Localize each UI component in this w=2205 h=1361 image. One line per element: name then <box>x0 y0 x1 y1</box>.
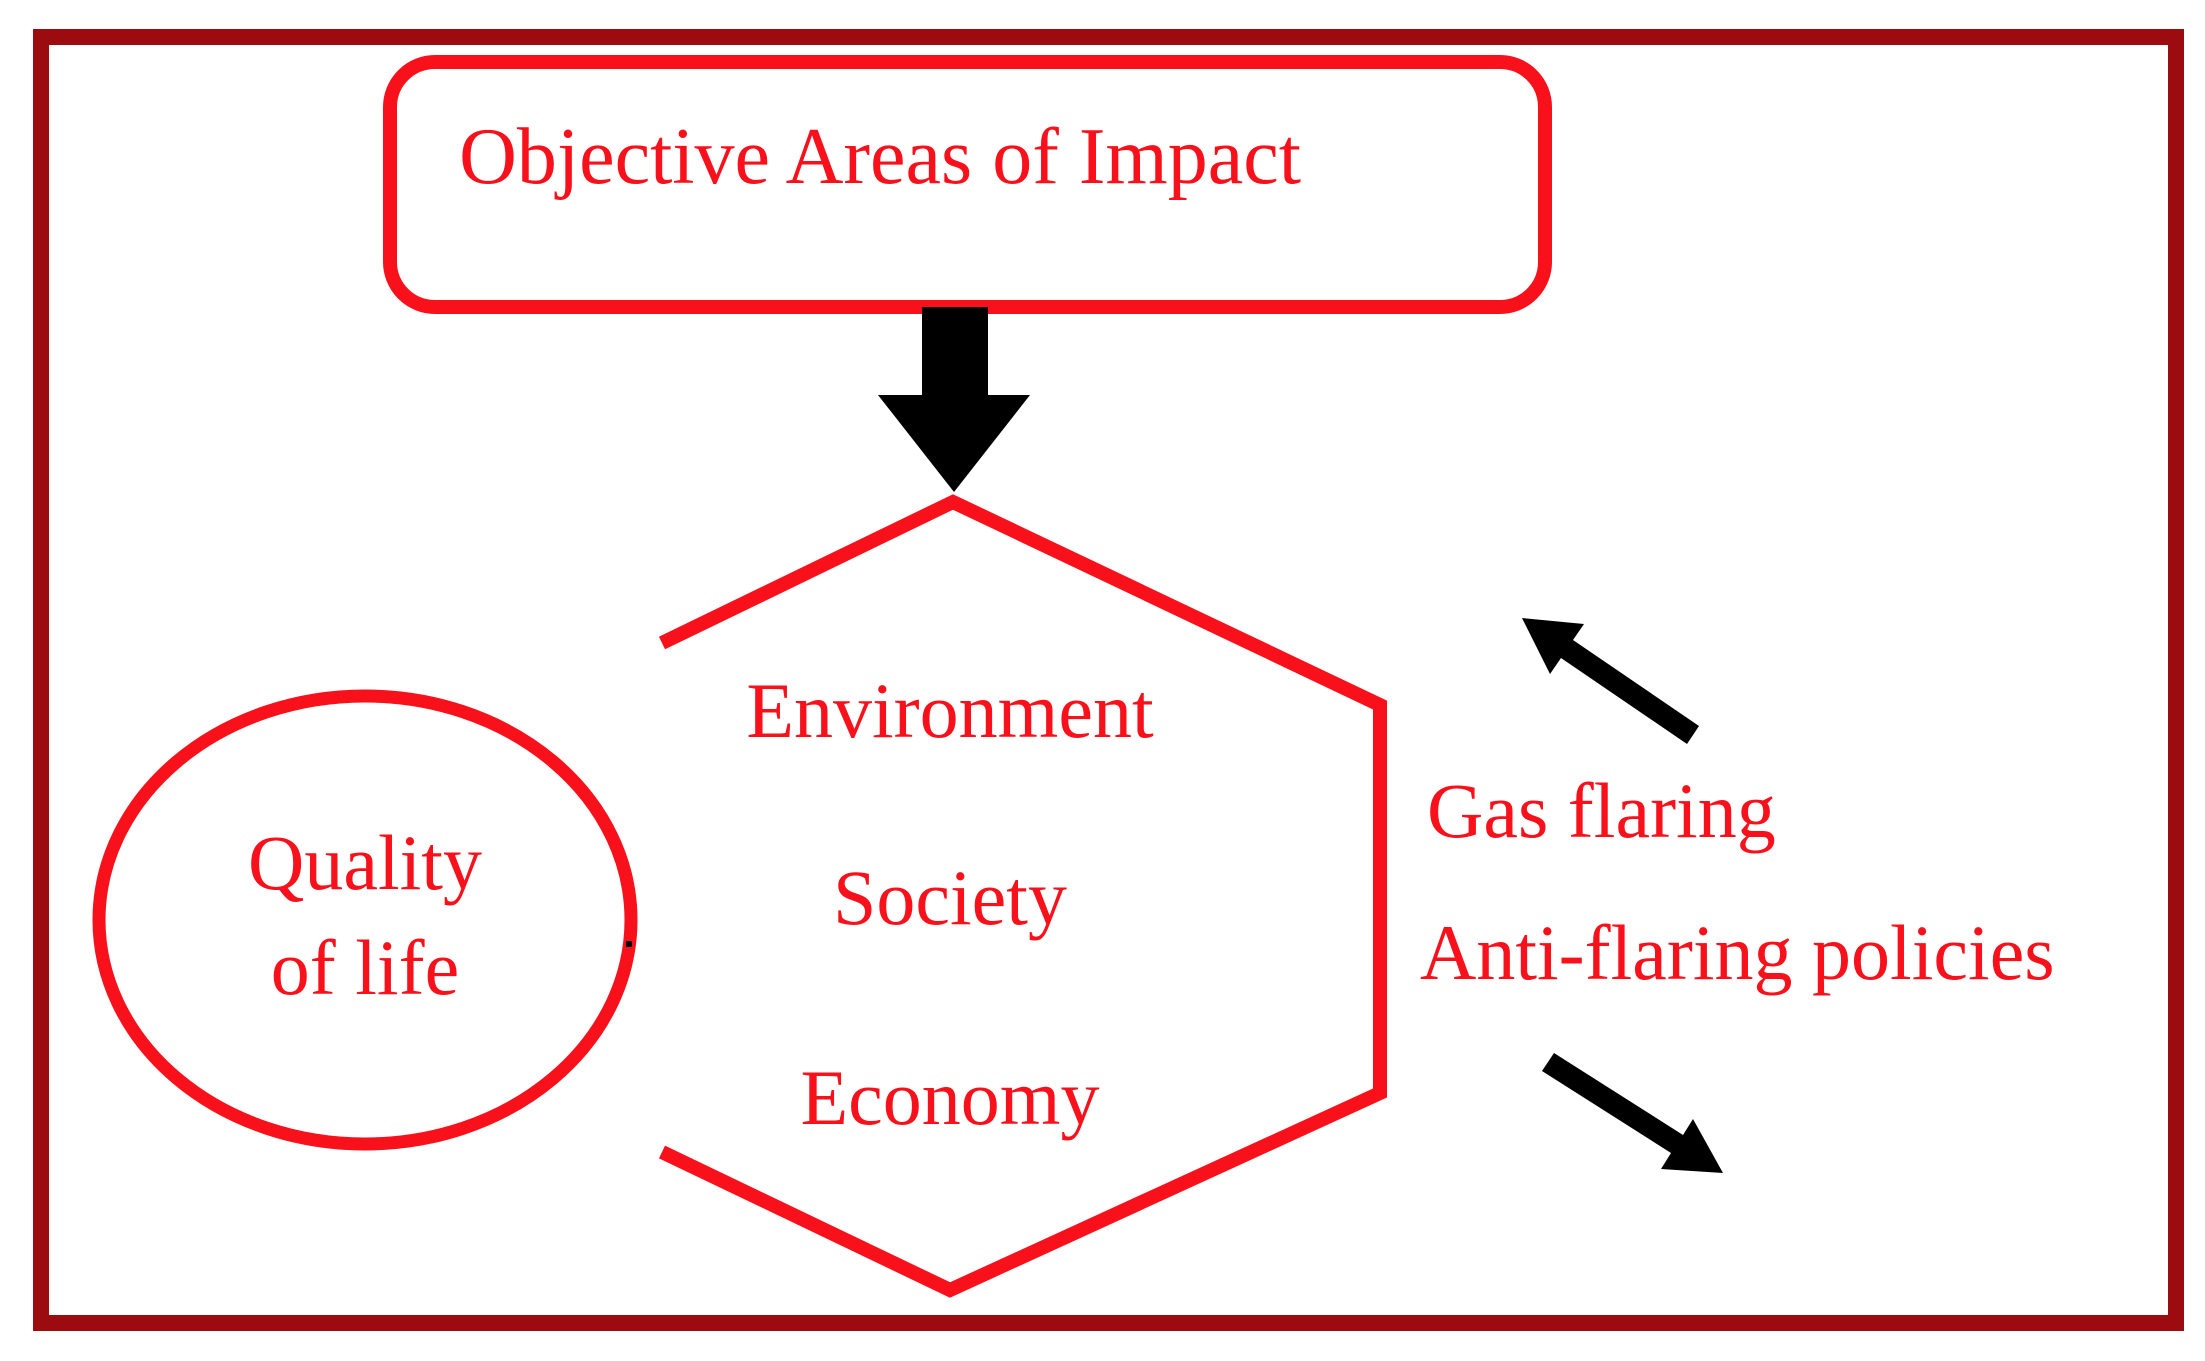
quality-of-life-line2: of life <box>270 924 460 1012</box>
quality-of-life-line1: Quality <box>248 819 482 906</box>
hexagon-label-economy: Economy <box>800 1054 1100 1141</box>
hexagon-label-society: Society <box>833 854 1067 941</box>
stray-dot <box>626 941 632 947</box>
title-box-label: Objective Areas of Impact <box>459 113 1301 201</box>
up-left-arrow-icon <box>1522 618 1699 744</box>
down-arrow-icon <box>878 307 1030 492</box>
quality-circle <box>92 689 638 1151</box>
anti-flaring-policies-label: Anti-flaring policies <box>1420 909 2055 996</box>
down-right-arrow-icon <box>1542 1053 1723 1173</box>
hexagon-shape <box>658 494 1387 1298</box>
outer-frame <box>33 29 2184 1331</box>
quality-of-life-label: Quality of life <box>95 810 635 1021</box>
gas-flaring-label: Gas flaring <box>1427 767 1776 854</box>
hexagon-label-environment: Environment <box>746 667 1154 754</box>
